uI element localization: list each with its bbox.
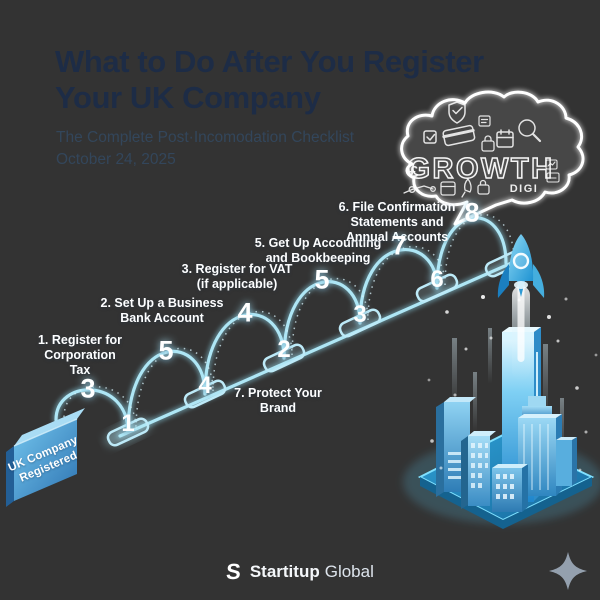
badge-icon bbox=[481, 135, 495, 152]
sparkle-dots bbox=[427, 295, 598, 472]
building-far-right bbox=[556, 437, 577, 486]
arch-number-3: 4 bbox=[237, 297, 253, 328]
brand-name-light: Global bbox=[324, 562, 374, 581]
arch-number-2: 5 bbox=[158, 335, 174, 366]
cloud-digi-word: DIGI bbox=[510, 183, 539, 195]
step-label-3: 3. Register for VAT (if applicable) bbox=[181, 262, 293, 291]
chart-marks-icon bbox=[545, 159, 560, 183]
document-icon bbox=[478, 115, 491, 127]
arch-5 bbox=[358, 248, 439, 325]
page-title: What to Do After You Register Your UK Co… bbox=[55, 44, 484, 115]
arch-number-6: 8 bbox=[464, 197, 480, 228]
arch-2 bbox=[126, 349, 207, 434]
mini-calendar-icon bbox=[440, 181, 456, 196]
credit-card-icon bbox=[442, 124, 476, 147]
rocket-body bbox=[508, 234, 534, 281]
step-label-2: 2. Set Up a Business Bank Account bbox=[100, 296, 224, 325]
pad-number-4: 3 bbox=[353, 301, 367, 328]
rocket-window bbox=[512, 252, 530, 270]
pad-number-2: 4 bbox=[198, 372, 212, 399]
rocket-illustration bbox=[497, 234, 545, 380]
rocket-fin-right bbox=[533, 264, 545, 298]
cloud-pound: £ bbox=[410, 164, 419, 181]
calendar-icon bbox=[496, 129, 514, 148]
platform-side bbox=[420, 477, 592, 529]
brand-logo-icon: S bbox=[225, 559, 242, 584]
nodes-icon bbox=[403, 185, 436, 194]
pad-number-3: 2 bbox=[277, 336, 291, 363]
step-label-7: 7. Protect Your Brand bbox=[234, 386, 322, 415]
sparkle-icon bbox=[549, 552, 587, 590]
building-front-small bbox=[492, 464, 528, 512]
magnifier-icon bbox=[518, 119, 542, 143]
page-subtitle: The Complete Post·Incomodation Checklist bbox=[56, 129, 355, 146]
arch-1 bbox=[54, 388, 130, 434]
shield-check-icon bbox=[448, 101, 466, 124]
step-label-5: 5. Get Up Accounting and Bookbeeping bbox=[254, 236, 382, 265]
step-label-1: 1. Register for Corporation Tax bbox=[37, 333, 123, 377]
step-label-6: 6. File Confirmation Statements and Annu… bbox=[338, 200, 456, 244]
pad-number-1: 1 bbox=[121, 410, 135, 437]
checkbox-icon bbox=[423, 130, 437, 144]
arch-number-4: 5 bbox=[314, 264, 330, 295]
arch-number-1: 3 bbox=[80, 373, 96, 404]
quill-icon bbox=[461, 178, 472, 198]
rocket-fin-left bbox=[497, 264, 509, 298]
start-box-graphic bbox=[6, 408, 85, 507]
brand-name-bold: Startitup bbox=[249, 562, 320, 581]
page-date: October 24, 2025 bbox=[56, 151, 176, 168]
city-illustration bbox=[403, 295, 600, 529]
pad-number-5: 6 bbox=[430, 266, 444, 293]
arch-4 bbox=[282, 280, 362, 360]
growth-cloud: £ GROWTH DIGI bbox=[398, 89, 586, 227]
arch-number-5: 7 bbox=[391, 230, 407, 261]
lock-icon bbox=[477, 179, 490, 195]
cloud-growth-word: GROWTH bbox=[407, 153, 554, 185]
building-mid-left bbox=[461, 431, 496, 509]
